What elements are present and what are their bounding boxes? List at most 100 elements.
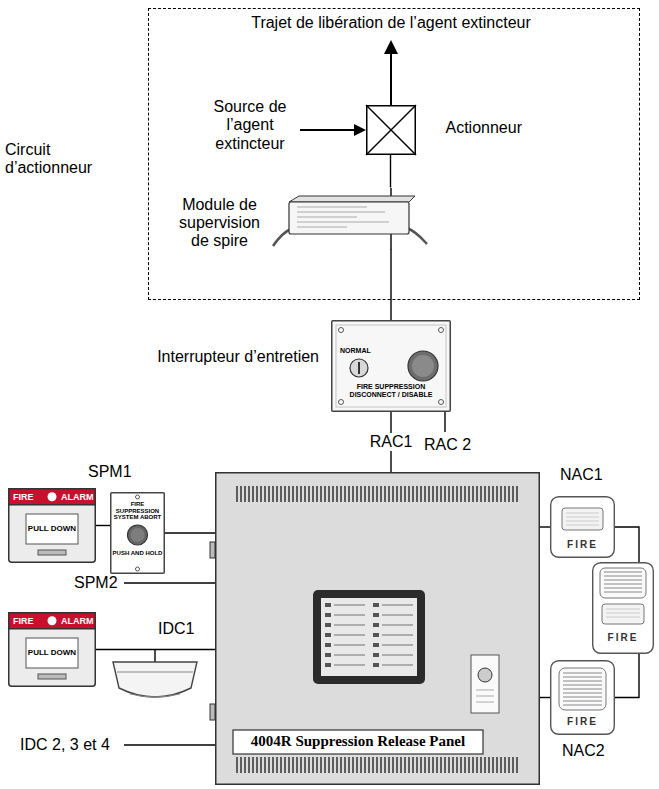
release-panel-outline-part [488, 757, 490, 773]
release-panel-outline-part [325, 623, 331, 627]
release-panel-outline-part [372, 486, 374, 502]
circuit-label: RAC 2 [424, 436, 471, 454]
release-panel-outline-part [348, 757, 350, 773]
release-panel-outline-part [478, 668, 492, 682]
release-panel-outline-part [373, 613, 379, 617]
supervision-module-outline-part [297, 211, 385, 212]
switch-position-text: NORMAL [340, 347, 371, 355]
supervision-module-outline-part [297, 226, 347, 227]
release-panel-outline-part [484, 757, 486, 773]
pull-station-text: FIRE [13, 492, 34, 502]
release-panel-outline-part [382, 634, 413, 636]
abort-plate-text: FIRE SUPPRESSION SYSTEM ABORT [112, 501, 163, 521]
release-panel-outline-part [416, 757, 418, 773]
release-panel-outline-part [400, 757, 402, 773]
abort-plate-text: PUSH AND HOLD [112, 550, 163, 557]
release-panel-outline-part [320, 486, 322, 502]
agent-source-label: Source de l’agent extincteur [205, 98, 295, 153]
supervision-module-outline-part [297, 216, 357, 217]
manual-pull-station-outline-part [38, 550, 66, 555]
circuit-label: NAC2 [562, 742, 605, 760]
release-panel-outline-part [268, 757, 270, 773]
release-panel-outline-part [296, 757, 298, 773]
actuator-box: Actionneur [366, 105, 416, 155]
maintenance-switch-outline-part [408, 351, 438, 381]
maintenance-switch-outline-part [339, 328, 344, 333]
supervision-module: Module de supervision de spire [275, 188, 425, 250]
release-panel-outline-part [252, 486, 254, 502]
release-panel-outline-part [373, 603, 379, 607]
release-panel-outline-part [504, 486, 506, 502]
release-panel-outline-part [412, 757, 414, 773]
abort-switch-outline-part [128, 525, 148, 545]
release-panel-outline-part [373, 643, 379, 647]
supervision-module-outline-part [390, 188, 391, 196]
release-panel-outline-part [496, 757, 498, 773]
release-panel-outline-part [508, 757, 510, 773]
release-panel-outline-part [373, 623, 379, 627]
detector-stem [154, 649, 155, 662]
release-panel-outline-part [308, 757, 310, 773]
speaker-strobe-device-outline-part [606, 613, 640, 614]
circuit-label: RAC1 [367, 433, 416, 451]
release-panel-outline-part [373, 663, 379, 667]
strobe-device-outline-part [551, 497, 615, 558]
switch-plate-text: FIRE SUPPRESSION DISCONNECT / DISABLE [335, 383, 447, 399]
release-panel-outline-part [516, 757, 518, 773]
speaker-device-outline-part [563, 685, 602, 686]
manual-pull-station-outline-part [9, 489, 96, 563]
actuator-box-outline [366, 105, 416, 155]
release-panel-outline-part [480, 757, 482, 773]
release-path-head [384, 40, 398, 54]
pull-station-text: FIRE [13, 616, 34, 626]
pull-station-text: ALARM [61, 616, 94, 626]
release-panel-outline-part [392, 486, 394, 502]
release-panel-outline-part [468, 757, 470, 773]
release-path-arrow [384, 40, 398, 105]
release-panel-outline-part [400, 486, 402, 502]
module-label: Module de supervision de spire [170, 196, 270, 251]
release-panel-outline-part [396, 486, 398, 502]
release-panel-outline-part [210, 542, 215, 558]
release-panel-outline-part [416, 486, 418, 502]
speaker-strobe-device-outline-part [604, 584, 642, 585]
release-panel-outline-part [276, 757, 278, 773]
actuator-box-outline-part [366, 105, 416, 155]
circuit-label: IDC 2, 3 et 4 [20, 736, 110, 754]
speaker-device-outline-part [551, 661, 615, 735]
release-panel-outline-part [325, 633, 331, 637]
release-panel-outline-part [376, 757, 378, 773]
release-panel-outline-part [382, 644, 413, 646]
release-panel-outline-part [328, 757, 330, 773]
speaker-device-outline-part [563, 705, 602, 706]
circuit-heading: Circuit d’actionneur [5, 141, 117, 178]
release-panel-outline-part [382, 664, 413, 666]
release-panel-outline-part [236, 486, 238, 502]
maintenance-switch-outline [331, 320, 451, 412]
release-panel-outline-part [428, 486, 430, 502]
pull-handle-text: PULL DOWN [26, 524, 78, 533]
release-panel-outline-part [456, 757, 458, 773]
release-panel-outline-part [256, 757, 258, 773]
release-panel-outline-part [240, 757, 242, 773]
release-panel-outline-part [452, 757, 454, 773]
release-panel-outline-part [476, 690, 494, 691]
release-panel-outline-part [336, 757, 338, 773]
release-panel-outline-part [464, 757, 466, 773]
release-panel-outline-part [380, 757, 382, 773]
release-panel-outline-part [396, 757, 398, 773]
release-panel-outline-part [312, 757, 314, 773]
release-panel-outline-part [284, 486, 286, 502]
abort-switch-outline-part [136, 495, 140, 499]
release-panel-outline-part [334, 664, 365, 666]
release-panel-outline-part [324, 486, 326, 502]
speaker-device-outline-part [563, 693, 602, 694]
release-panel-outline-part [260, 486, 262, 502]
agent-source-arrow [300, 124, 366, 136]
release-panel-outline-part [252, 757, 254, 773]
circuit-label: SPM1 [88, 463, 132, 481]
agent-source-head [354, 124, 366, 136]
release-panel-outline-part [336, 486, 338, 502]
release-panel-outline-part [340, 757, 342, 773]
